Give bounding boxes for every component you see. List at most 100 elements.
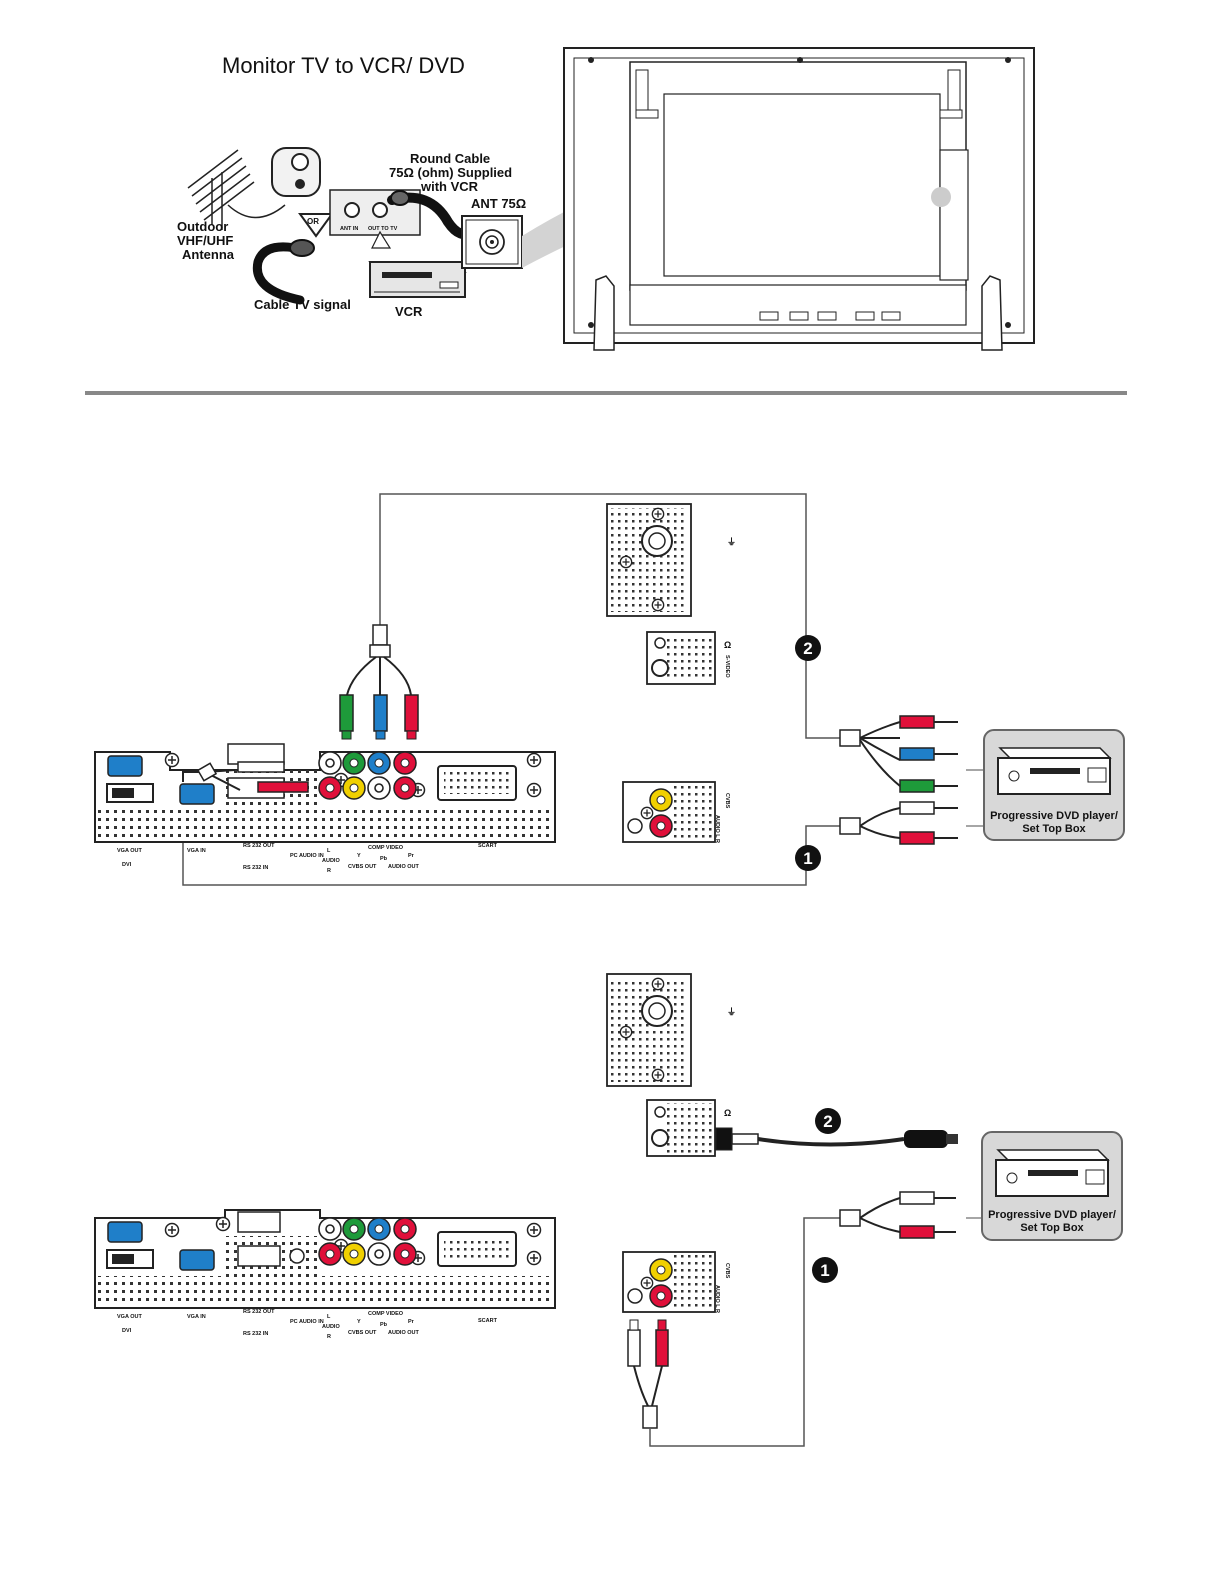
round-cable-label-line3: with VCR <box>420 179 479 194</box>
label-pr: Pr <box>408 853 415 859</box>
s-video-cable <box>715 1127 958 1151</box>
vcr-label: VCR <box>395 304 423 319</box>
label-vga-out-b: VGA OUT <box>117 1314 142 1320</box>
monitor-rear-panel-bottom <box>94 1209 556 1309</box>
step-badge-1-middle: 1 <box>795 845 821 871</box>
label-cvbs-out: CVBS OUT <box>348 864 377 870</box>
antenna-symbol-icon-b: ⏚ <box>727 1007 736 1017</box>
label-vga-out: VGA OUT <box>117 848 142 854</box>
antenna-label-line3: Antenna <box>182 247 235 262</box>
outdoor-antenna-icon <box>187 149 286 230</box>
dvd-player-box-bottom: Progressive DVD player/ Set Top Box <box>981 1131 1123 1241</box>
round-cable-label-line2: 75Ω (ohm) Supplied <box>389 165 512 180</box>
label-cvbs-out-b: CVBS OUT <box>348 1330 377 1336</box>
svg-text:2: 2 <box>823 1112 832 1131</box>
device-label-line2-middle: Set Top Box <box>1022 823 1086 835</box>
monitor-back-view <box>563 47 1035 351</box>
label-l-b: L <box>327 1314 331 1320</box>
svg-text:OUT TO TV: OUT TO TV <box>368 226 398 232</box>
or-label: OR <box>307 217 319 226</box>
or-sign: OR <box>298 213 334 238</box>
label-audio-lr: AUDIO L R <box>714 815 720 843</box>
side-panel-svideo-middle: Ω S-VIDEO <box>646 631 731 685</box>
antenna-symbol-icon: ⏚ <box>727 537 736 547</box>
side-panel-svideo-bottom: Ω <box>646 1099 731 1157</box>
audio-cable-device-side <box>839 801 958 845</box>
label-pc-audio-in-b: PC AUDIO IN <box>290 1319 324 1325</box>
headphone-icon: Ω <box>724 640 731 650</box>
step-badge-2-middle: 2 <box>795 635 821 661</box>
label-dvi-b: DVI <box>122 1328 132 1334</box>
label-vga-in-b: VGA IN <box>187 1314 206 1320</box>
label-pr-b: Pr <box>408 1319 415 1325</box>
section-divider <box>85 391 1127 395</box>
label-s-video: S-VIDEO <box>724 655 730 678</box>
label-scart: SCART <box>478 843 498 849</box>
label-vga-in: VGA IN <box>187 848 206 854</box>
label-l: L <box>327 848 331 854</box>
device-label-line2-bottom: Set Top Box <box>1020 1222 1084 1234</box>
label-comp-video-b: COMP VIDEO <box>368 1311 404 1317</box>
label-audio: AUDIO <box>322 858 340 864</box>
wall-outlet-icon <box>271 147 321 197</box>
cable-tv-cable-icon <box>252 239 315 305</box>
antenna-label-line1: Outdoor <box>177 219 228 234</box>
device-label-line1-bottom: Progressive DVD player/ <box>988 1209 1116 1221</box>
dvd-player-box-middle: Progressive DVD player/ Set Top Box <box>983 729 1125 841</box>
panel-labels-bottom: VGA OUT DVI VGA IN RS 232 OUT RS 232 IN … <box>117 1309 498 1340</box>
device-label-line1-middle: Progressive DVD player/ <box>990 810 1118 822</box>
label-audio-lr-b: AUDIO L R <box>714 1285 720 1313</box>
label-pb: Pb <box>380 856 388 862</box>
audio-cable-route-bottom <box>649 1217 840 1447</box>
headphone-icon-b: Ω <box>724 1108 731 1118</box>
ant-75-label: ANT 75Ω <box>471 196 526 211</box>
bottom-section: VGA OUT DVI VGA IN RS 232 OUT RS 232 IN … <box>94 973 1123 1447</box>
label-rs232-out: RS 232 OUT <box>243 843 275 849</box>
middle-section: VGA OUT DVI VGA IN RS 232 OUT RS 232 IN … <box>94 493 1125 886</box>
round-cable-label-line1: Round Cable <box>410 151 490 166</box>
panel-labels-middle: VGA OUT DVI VGA IN RS 232 OUT RS 232 IN … <box>117 843 498 874</box>
label-audio-b: AUDIO <box>322 1324 340 1330</box>
monitor-rear-panel-middle <box>94 743 556 843</box>
label-r-b: R <box>327 1334 331 1340</box>
label-pb-b: Pb <box>380 1322 388 1328</box>
component-cable-route <box>379 493 840 739</box>
side-panel-antenna-middle: ⏚ <box>606 503 736 617</box>
component-cable-device-side <box>839 715 958 793</box>
side-panel-cvbs-middle: CVBS AUDIO L R <box>622 781 730 843</box>
pointer-arrow <box>371 230 392 249</box>
label-y: Y <box>357 853 361 859</box>
ant-jack-zoom-box <box>461 215 523 269</box>
side-panel-cvbs-bottom: CVBS AUDIO L R <box>622 1251 730 1313</box>
audio-cable-panel-side-bottom <box>627 1319 669 1429</box>
antenna-label-line2: VHF/UHF <box>177 233 233 248</box>
label-rs232-in: RS 232 IN <box>243 865 268 871</box>
svg-text:1: 1 <box>803 849 812 868</box>
step-badge-1-bottom: 1 <box>812 1257 838 1283</box>
audio-cable-device-side-bottom <box>839 1191 956 1239</box>
audio-cable-route <box>182 782 840 886</box>
component-cable-panel-side <box>339 624 419 740</box>
svg-text:1: 1 <box>820 1261 829 1280</box>
top-title: Monitor TV to VCR/ DVD <box>222 53 465 78</box>
vcr-device-icon <box>368 261 467 298</box>
side-panel-antenna-bottom: ⏚ <box>606 973 736 1087</box>
label-audio-out-b: AUDIO OUT <box>388 1330 420 1336</box>
label-rs232-out-b: RS 232 OUT <box>243 1309 275 1315</box>
device-connector-lines <box>966 769 985 827</box>
label-y-b: Y <box>357 1319 361 1325</box>
svg-text:2: 2 <box>803 639 812 658</box>
cable-tv-label: Cable TV signal <box>254 297 351 312</box>
label-cvbs: CVBS <box>724 793 730 809</box>
label-comp-video: COMP VIDEO <box>368 845 404 851</box>
step-badge-2-bottom: 2 <box>815 1108 841 1134</box>
label-scart-b: SCART <box>478 1318 498 1324</box>
label-pc-audio-in: PC AUDIO IN <box>290 853 324 859</box>
label-rs232-in-b: RS 232 IN <box>243 1331 268 1337</box>
top-section: Monitor TV to VCR/ DVD Outdoor VHF/UHF A… <box>177 47 1035 351</box>
label-audio-out: AUDIO OUT <box>388 864 420 870</box>
label-cvbs-b: CVBS <box>724 1263 730 1279</box>
label-r: R <box>327 868 331 874</box>
svg-text:ANT IN: ANT IN <box>340 226 358 232</box>
